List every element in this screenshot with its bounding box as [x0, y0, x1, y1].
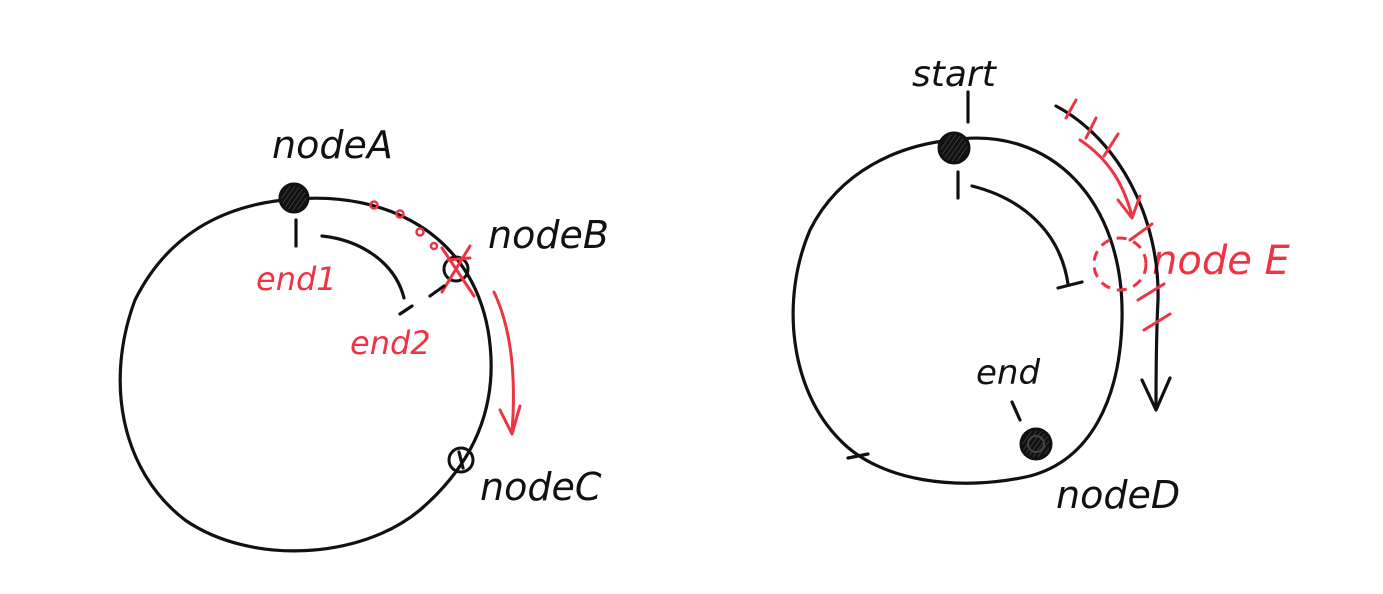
- start-node-dot: [937, 131, 971, 165]
- new-node-arrow-head: [1116, 194, 1142, 220]
- reassignment-arrow-head: [498, 404, 522, 436]
- migration-dot: [395, 209, 405, 219]
- left-diagram: nodeA nodeB nodeC end1 end2: [118, 123, 609, 553]
- node-d-label: nodeD: [1056, 473, 1180, 517]
- node-b-cross-mark: [440, 244, 476, 298]
- migration-dot: [415, 227, 425, 237]
- node-a-label: nodeA: [272, 123, 393, 167]
- node-d-dot: [1019, 427, 1053, 461]
- node-e-dot: [1092, 236, 1148, 292]
- hatch-mark: [1102, 132, 1120, 158]
- end-marker: end: [976, 353, 1040, 422]
- right-key-range-arc: [970, 184, 1070, 286]
- hatch-mark: [1128, 222, 1154, 242]
- right-hash-ring: [791, 136, 1124, 485]
- outer-traversal-arrow-head: [1140, 376, 1172, 412]
- node-a: nodeA: [272, 123, 393, 248]
- migration-dot: [429, 241, 439, 251]
- end2-tick-extension: [428, 284, 446, 298]
- node-e: node E: [1092, 236, 1291, 292]
- hatch-mark: [1142, 312, 1172, 332]
- reassignment-arrow: [492, 290, 515, 434]
- left-hash-ring: [118, 196, 493, 553]
- node-b-label: nodeB: [488, 213, 609, 257]
- node-c: nodeC: [447, 446, 602, 509]
- end-tick: [1010, 400, 1022, 422]
- end1-label: end1: [256, 260, 337, 298]
- right-diagram: start node E end: [791, 54, 1291, 517]
- key-range-arc: [320, 234, 406, 300]
- hatch-mark: [1064, 98, 1078, 120]
- outer-traversal-arrow: [1054, 104, 1160, 410]
- affected-range-hatches: [1064, 98, 1172, 332]
- node-c-dot: [447, 446, 475, 474]
- node-d: nodeD: [1019, 427, 1180, 517]
- node-b-dot: [442, 255, 470, 283]
- end2-label: end2: [350, 324, 431, 362]
- hatch-mark: [1136, 282, 1166, 302]
- migration-dot: [369, 200, 379, 210]
- ring-gap-stroke: [846, 452, 870, 460]
- node-e-label: node E: [1152, 238, 1291, 284]
- node-d-ring: [1027, 435, 1045, 453]
- node-a-dot: [278, 182, 310, 214]
- node-c-label: nodeC: [480, 465, 602, 509]
- new-node-arrow: [1078, 138, 1134, 218]
- hatch-mark: [1084, 116, 1098, 140]
- end2-tick: [398, 304, 414, 316]
- start-label: start: [912, 54, 998, 95]
- node-c-inner-stroke: [457, 450, 465, 470]
- node-b: nodeB: [440, 213, 609, 298]
- migration-dotted-path: [369, 200, 439, 251]
- end-label: end: [976, 353, 1040, 393]
- start-node: start: [912, 54, 998, 200]
- right-range-end-tick: [1056, 280, 1084, 290]
